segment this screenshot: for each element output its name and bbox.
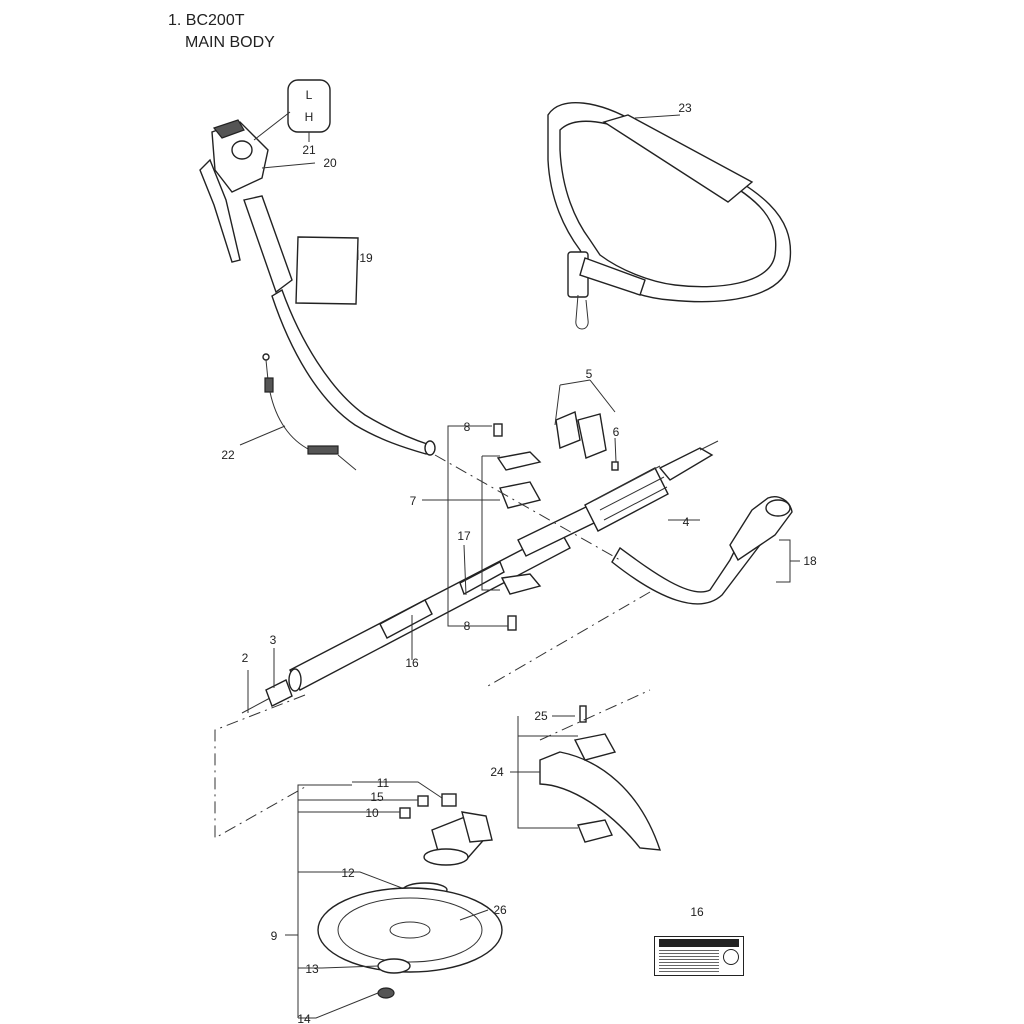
receiver-washer — [377, 958, 411, 974]
throttle-low-label: L — [306, 88, 313, 102]
callout-16-pipe: 16 — [405, 656, 419, 670]
throttle-high-label: H — [305, 110, 314, 124]
warning-label-decal — [654, 936, 744, 976]
warning-label-text-block — [659, 950, 719, 972]
callout-3: 3 — [270, 633, 277, 647]
callout-14: 14 — [297, 1012, 311, 1024]
diagram-title: 1. BC200T MAIN BODY — [168, 10, 275, 54]
callout-17: 17 — [457, 529, 471, 543]
callout-2: 2 — [242, 651, 249, 665]
throttle-cable — [262, 353, 357, 471]
handle-clamp — [493, 423, 542, 631]
callout-21: 21 — [302, 143, 316, 157]
callout-16-label: 16 — [690, 905, 704, 919]
callout-6: 6 — [613, 425, 620, 439]
callout-26: 26 — [493, 903, 507, 917]
front-grip — [584, 440, 719, 532]
callout-24: 24 — [490, 765, 504, 779]
callout-8-top: 8 — [464, 420, 471, 434]
callout-5: 5 — [586, 367, 593, 381]
warning-label-header — [659, 939, 739, 947]
callout-19: 19 — [359, 251, 373, 265]
assembly-guide-lines — [214, 454, 651, 839]
cable-clip — [555, 411, 619, 471]
callout-4: 4 — [683, 515, 690, 529]
leader-lines — [239, 114, 800, 1019]
callout-23: 23 — [678, 101, 692, 115]
callout-11: 11 — [377, 776, 390, 790]
callout-18: 18 — [803, 554, 817, 568]
saw-blade — [317, 887, 503, 973]
throttle-lever-assembly — [199, 79, 331, 294]
callout-12: 12 — [341, 866, 355, 880]
shaft-end-parts — [241, 679, 293, 714]
callout-13: 13 — [305, 962, 319, 976]
callout-8-bottom: 8 — [464, 619, 471, 633]
callout-10: 10 — [365, 806, 379, 820]
section-title: 1. BC200T — [168, 12, 245, 29]
warning-symbol-icon — [723, 949, 739, 965]
loop-handle — [611, 496, 793, 605]
shoulder-harness — [547, 102, 792, 330]
handle-pipe — [271, 236, 436, 456]
callout-numbers: 2 3 4 5 6 7 8 8 9 10 11 12 13 14 15 16 1… — [221, 101, 817, 1024]
callout-20: 20 — [323, 156, 337, 170]
drive-pipe — [288, 505, 597, 692]
callout-15: 15 — [370, 790, 384, 804]
blade-nut — [377, 987, 395, 999]
callout-22: 22 — [221, 448, 235, 462]
section-subtitle: MAIN BODY — [185, 34, 275, 51]
blade-guard — [539, 705, 662, 851]
callout-25: 25 — [534, 709, 548, 723]
callout-7: 7 — [410, 494, 417, 508]
gear-case — [399, 793, 493, 866]
callout-9: 9 — [271, 929, 278, 943]
